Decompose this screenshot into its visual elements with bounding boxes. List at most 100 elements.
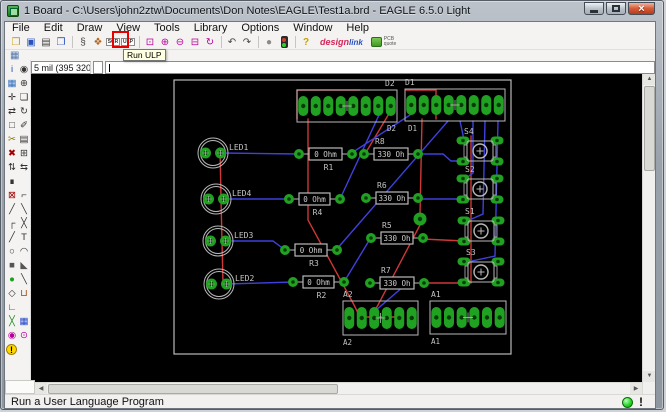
tool-replace-button[interactable]: ⇆ (18, 160, 30, 174)
tool-circle-button[interactable]: ○ (6, 244, 18, 258)
tool-change-button[interactable]: ✐ (18, 118, 30, 132)
menu-options[interactable]: Options (234, 22, 286, 35)
board-label: LED2 (235, 274, 254, 283)
zoom-redraw-button[interactable]: ↻ (203, 35, 217, 49)
via-pad[interactable] (414, 213, 427, 226)
tool-route-button[interactable]: ┌ (6, 216, 18, 230)
tool-ripup-button[interactable]: ╳ (18, 216, 30, 230)
status-exclamation-icon[interactable]: ! (639, 395, 643, 409)
tool-group-button[interactable]: □ (6, 118, 18, 132)
zoom-select-button[interactable]: ⊟ (188, 35, 202, 49)
traces[interactable] (220, 90, 498, 317)
scroll-down-arrow[interactable]: ▼ (643, 371, 656, 382)
tool-info-button[interactable]: i (6, 62, 18, 76)
tool-rotate-button[interactable]: ↻ (18, 104, 30, 118)
grid-icon[interactable]: ▦ (10, 51, 19, 61)
tool-warning-icon[interactable]: ! (6, 344, 17, 355)
tool-rect-button[interactable]: ■ (6, 258, 18, 272)
board-label: S1 (465, 207, 475, 216)
resistor-R4[interactable]: 0 OhmR4 (284, 193, 345, 217)
vertical-scrollbar[interactable]: ▲ ▼ (642, 74, 655, 394)
tool-delete-button[interactable]: ✖ (6, 146, 18, 160)
menu-tools[interactable]: Tools (147, 22, 187, 35)
menu-edit[interactable]: Edit (37, 22, 70, 35)
horizontal-scrollbar[interactable]: ◀ ▶ (35, 382, 642, 394)
tool-auto-button[interactable]: ▦ (18, 314, 30, 328)
board-label: D2 (385, 79, 395, 88)
board-label: 0 Ohm (300, 246, 323, 255)
pcb-quote-logo[interactable]: PCBquote (371, 37, 397, 47)
resistor-R2[interactable]: 0 OhmR2 (288, 276, 349, 300)
maximize-button[interactable] (606, 2, 626, 15)
tool-pad-button[interactable]: ⊔ (18, 286, 30, 300)
save-button[interactable]: ▣ (24, 35, 38, 49)
tool-smash-button[interactable]: ⊠ (6, 188, 18, 202)
tool-wire-button[interactable]: ╱ (6, 230, 18, 244)
tool-join-button[interactable]: ╲ (18, 202, 30, 216)
tool-copy-button[interactable]: ❏ (18, 90, 30, 104)
tool-lock-button[interactable]: ∎ (6, 174, 18, 188)
open-button[interactable]: ❒ (9, 35, 23, 49)
tool-arc-button[interactable]: ◠ (18, 244, 30, 258)
vertical-scroll-thumb[interactable] (644, 86, 655, 171)
menu-draw[interactable]: Draw (70, 22, 110, 35)
tool-add-button[interactable]: ⊞ (18, 146, 30, 160)
tool-signal-button[interactable]: ╲ (18, 272, 30, 286)
tool-optimize-button[interactable]: ╳ (6, 314, 18, 328)
connector-A1[interactable]: A1A1 (430, 290, 506, 346)
horizontal-scroll-thumb[interactable] (48, 384, 338, 394)
cam-processor-button[interactable]: ❐ (54, 35, 68, 49)
tool-show-button[interactable]: ◉ (18, 62, 30, 76)
redo-button[interactable]: ↷ (240, 35, 254, 49)
menu-window[interactable]: Window (286, 22, 339, 35)
tool-polygon-button[interactable]: ◣ (18, 258, 30, 272)
undo-button[interactable]: ↶ (225, 35, 239, 49)
connector-A2[interactable]: A2A2 (343, 290, 418, 347)
traffic-light-button[interactable] (277, 35, 291, 49)
tool-split-button[interactable]: ╱ (6, 202, 18, 216)
tool-text-button[interactable]: T (18, 230, 30, 244)
zoom-out-button[interactable]: ⊖ (173, 35, 187, 49)
tool-drc-button[interactable]: ◉ (6, 328, 18, 342)
menu-library[interactable]: Library (187, 22, 235, 35)
use-library-button[interactable]: ❖ (91, 35, 105, 49)
tool-mirror-button[interactable]: ⇄ (6, 104, 18, 118)
print-button[interactable]: ▤ (39, 35, 53, 49)
switch-S4[interactable]: S4 (457, 127, 504, 166)
scroll-up-arrow[interactable]: ▲ (643, 74, 656, 85)
stop-button[interactable]: ● (262, 35, 276, 49)
tool-cut-button[interactable]: ✂ (6, 132, 18, 146)
minimize-button[interactable] (584, 2, 604, 15)
designlink-logo[interactable]: designlink (320, 37, 363, 47)
close-button[interactable]: × (628, 2, 655, 15)
status-bar: Run a User Language Program ! (5, 394, 655, 409)
tool-errors-button[interactable]: ⊙ (18, 328, 30, 342)
zoom-fit-button[interactable]: ⊡ (143, 35, 157, 49)
connector-D1[interactable]: D1D1 (405, 78, 505, 133)
switch-S3[interactable]: S3 (458, 248, 505, 287)
help-button[interactable]: ? (299, 35, 313, 49)
board-label: R1 (324, 163, 334, 172)
resistor-R1[interactable]: 0 OhmR1 (294, 148, 357, 172)
pcb-drawing[interactable]: D2D2D1D1A2A2A1A1LED1LED4LED3LED20 OhmR13… (31, 74, 642, 382)
tool-move-button[interactable]: ✛ (6, 90, 18, 104)
command-input[interactable] (105, 61, 655, 74)
tool-pinswap-button[interactable]: ⇅ (6, 160, 18, 174)
board-label: R3 (309, 259, 319, 268)
tool-paste-button[interactable]: ▤ (18, 132, 30, 146)
tool-hole-button[interactable]: ◇ (6, 286, 18, 300)
tool-via-button[interactable]: ● (6, 272, 18, 286)
menu-file[interactable]: File (5, 22, 37, 35)
tool-display-button[interactable]: ▦ (6, 76, 18, 90)
run-script-button[interactable]: § (76, 35, 90, 49)
board-canvas[interactable]: D2D2D1D1A2A2A1A1LED1LED4LED3LED20 OhmR13… (31, 74, 642, 382)
menu-help[interactable]: Help (339, 22, 376, 35)
tool-ratsnest-button[interactable]: ∟ (6, 300, 18, 314)
toolbar-separator (221, 36, 222, 48)
tool-miter-button[interactable]: ⌐ (18, 188, 30, 202)
tool-mark-button[interactable]: ⊕ (18, 76, 30, 90)
zoom-in-button[interactable]: ⊕ (158, 35, 172, 49)
switch-S1[interactable]: S1 (458, 207, 505, 246)
title-bar[interactable]: 1 Board - C:\Users\john2ztw\Documents\Do… (1, 1, 663, 21)
app-icon (7, 5, 19, 17)
